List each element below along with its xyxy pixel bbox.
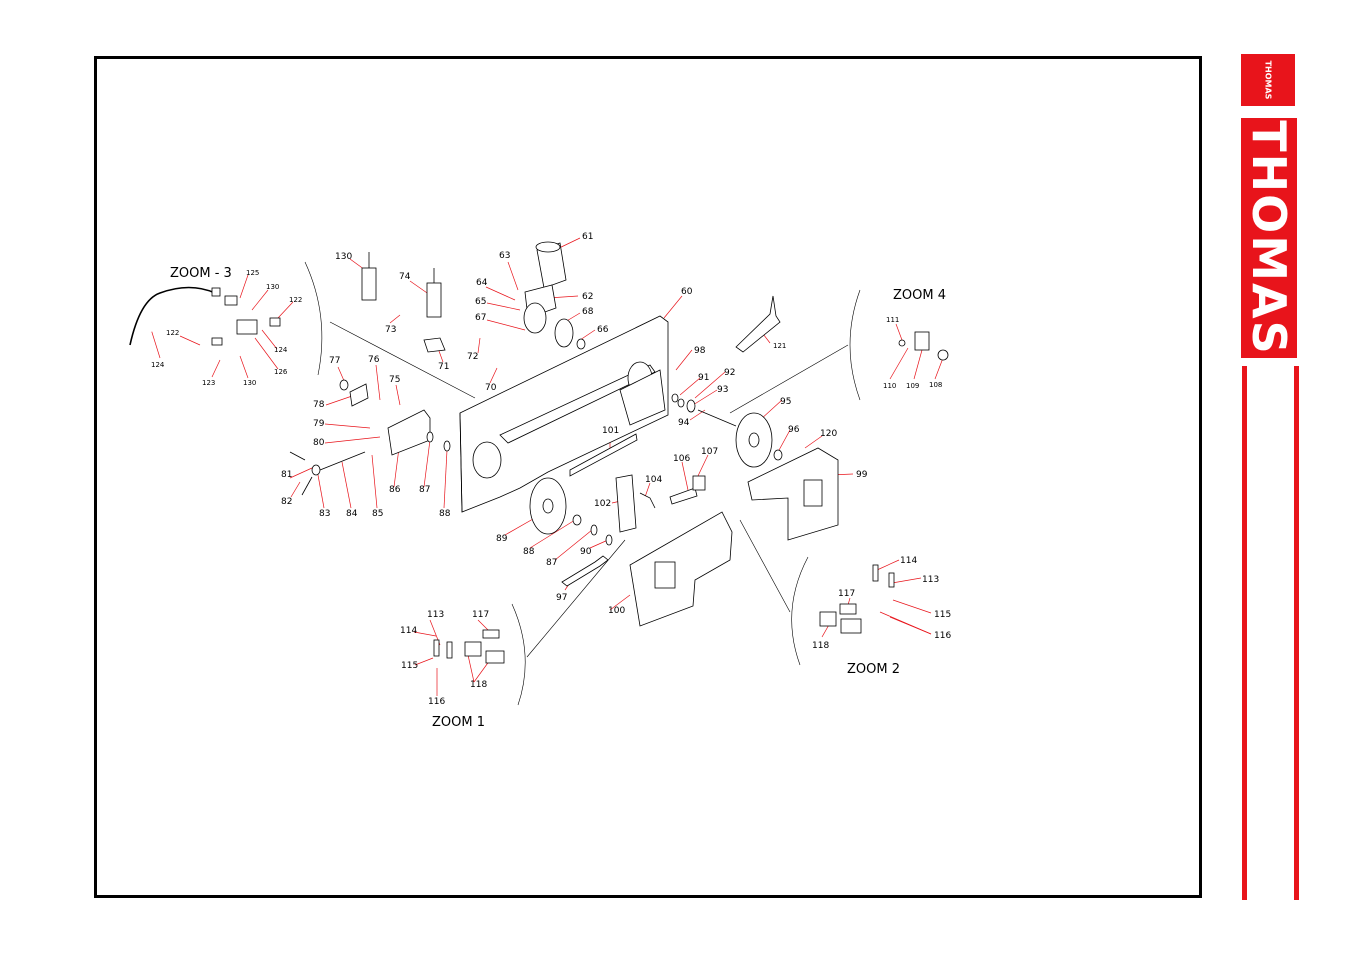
part-label: 75 xyxy=(389,375,401,385)
part-label: 91 xyxy=(698,373,710,383)
part-label: 89 xyxy=(496,534,508,544)
part-label: 115 xyxy=(401,661,419,671)
part-label: 130 xyxy=(266,283,280,291)
part-label: 113 xyxy=(427,610,445,620)
part-label: 117 xyxy=(472,610,490,620)
zoom-4-title: ZOOM 4 xyxy=(893,288,946,303)
part-label: 67 xyxy=(475,313,487,323)
part-label: 65 xyxy=(475,297,487,307)
part-label: 110 xyxy=(883,382,897,390)
part-label: 71 xyxy=(438,362,450,372)
part-label: 122 xyxy=(289,296,303,304)
part-label: 102 xyxy=(594,499,612,509)
part-label: 87 xyxy=(546,558,558,568)
part-label: 76 xyxy=(368,355,380,365)
part-label: 73 xyxy=(385,325,397,335)
part-label: 101 xyxy=(602,426,620,436)
part-label: 111 xyxy=(886,316,900,324)
part-label: 86 xyxy=(389,485,401,495)
part-label: 79 xyxy=(313,419,325,429)
part-label: 80 xyxy=(313,438,325,448)
part-label: 93 xyxy=(717,385,729,395)
part-label: 126 xyxy=(274,368,288,376)
part-label: 92 xyxy=(724,368,736,378)
part-label: 100 xyxy=(608,606,626,616)
part-label: 72 xyxy=(467,352,479,362)
part-label: 116 xyxy=(428,697,446,707)
part-label: 82 xyxy=(281,497,293,507)
part-label: 84 xyxy=(346,509,358,519)
part-label: 107 xyxy=(701,447,719,457)
part-label: 108 xyxy=(929,381,943,389)
part-label: 109 xyxy=(906,382,920,390)
part-label: 118 xyxy=(812,641,830,651)
part-label: 70 xyxy=(485,383,497,393)
part-label: 90 xyxy=(580,547,592,557)
brand-rail-right xyxy=(1294,366,1299,900)
part-label: 61 xyxy=(582,232,594,242)
part-label: 81 xyxy=(281,470,293,480)
part-label: 85 xyxy=(372,509,384,519)
part-label: 74 xyxy=(399,272,411,282)
part-label: 77 xyxy=(329,356,341,366)
part-label: 60 xyxy=(681,287,693,297)
part-label: 62 xyxy=(582,292,594,302)
part-label: 66 xyxy=(597,325,609,335)
thomas-seal-logo: THOMAS xyxy=(1241,54,1295,106)
part-label: 122 xyxy=(166,329,180,337)
part-label: 64 xyxy=(476,278,488,288)
part-label: 95 xyxy=(780,397,792,407)
part-label: 125 xyxy=(246,269,260,277)
part-label: 113 xyxy=(922,575,940,585)
part-label: 118 xyxy=(470,680,488,690)
part-label: 114 xyxy=(400,626,418,636)
part-label: 121 xyxy=(773,342,787,350)
part-label: 68 xyxy=(582,307,594,317)
zoom-1-title: ZOOM 1 xyxy=(432,715,485,730)
part-label: 88 xyxy=(523,547,535,557)
part-label: 124 xyxy=(151,361,165,369)
part-label: 98 xyxy=(694,346,706,356)
part-label: 120 xyxy=(820,429,838,439)
part-label: 96 xyxy=(788,425,800,435)
part-label: 124 xyxy=(274,346,288,354)
part-label: 114 xyxy=(900,556,918,566)
part-label: 78 xyxy=(313,400,325,410)
drawing-frame xyxy=(94,56,1202,898)
thomas-wordmark-logo: THOMAS xyxy=(1241,118,1297,358)
part-label: 130 xyxy=(243,379,257,387)
zoom-2-title: ZOOM 2 xyxy=(847,662,900,677)
part-label: 117 xyxy=(838,589,856,599)
part-label: 88 xyxy=(439,509,451,519)
part-label: 97 xyxy=(556,593,568,603)
zoom-3-title: ZOOM - 3 xyxy=(170,266,232,281)
part-label: 99 xyxy=(856,470,868,480)
part-label: 87 xyxy=(419,485,431,495)
part-label: 94 xyxy=(678,418,690,428)
part-label: 116 xyxy=(934,631,952,641)
part-label: 130 xyxy=(335,252,353,262)
brand-rail-left xyxy=(1242,366,1247,900)
part-label: 106 xyxy=(673,454,691,464)
part-label: 104 xyxy=(645,475,663,485)
part-label: 63 xyxy=(499,251,511,261)
part-label: 83 xyxy=(319,509,331,519)
part-label: 115 xyxy=(934,610,952,620)
part-label: 123 xyxy=(202,379,216,387)
